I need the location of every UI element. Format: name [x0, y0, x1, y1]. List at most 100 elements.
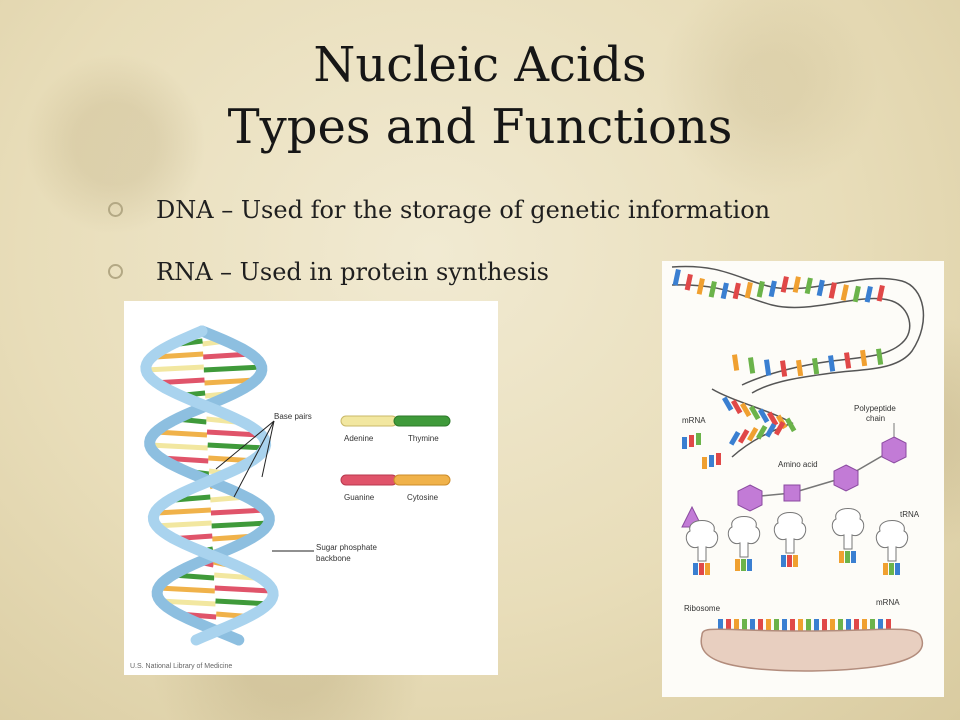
nucleotide-base [780, 360, 788, 377]
mrna-base [878, 619, 883, 633]
ribosome-label: Ribosome [684, 604, 721, 613]
trna-molecule [875, 520, 909, 562]
base-pair-rung [156, 507, 212, 516]
base-pairs-label: Base pairs [274, 412, 312, 421]
mrna-base [726, 619, 731, 633]
amino-acid-label: Amino acid [778, 460, 818, 469]
nucleotide-base [731, 399, 743, 415]
dna-helix-figure: Base pairs Adenine Thymine Guanine Cytos… [124, 301, 498, 675]
cytosine-label: Cytosine [407, 493, 439, 502]
mrna-base [830, 619, 835, 633]
amino-acid-hexagon [833, 464, 859, 492]
nucleotide-base [828, 355, 836, 372]
nucleotide-base [746, 427, 759, 442]
nucleotide-base [796, 359, 804, 377]
anticodon-base [787, 555, 792, 567]
anticodon-base [705, 563, 710, 575]
mrna-base [766, 619, 771, 633]
cytosine-swatch [393, 474, 451, 486]
dna-helix-svg: Base pairs Adenine Thymine Guanine Cytos… [130, 325, 451, 670]
nucleotide-base [722, 396, 734, 412]
nucleotide-base [748, 357, 756, 374]
trna-label: tRNA [900, 510, 920, 519]
polypeptide-chain [681, 423, 907, 528]
image-credit: U.S. National Library of Medicine [130, 663, 232, 670]
protein-synthesis-figure: mRNA Polypeptide chain Amino acid tRNA R… [662, 261, 944, 697]
nucleotide-base [740, 402, 752, 418]
anticodon-base [747, 559, 752, 571]
slide-title-line1: Nucleic Acids [313, 37, 647, 93]
nucleotide-base [720, 282, 729, 300]
label-pointer-lines [215, 420, 314, 552]
mrna-base [838, 619, 843, 633]
base-pair-rung [149, 442, 208, 451]
thymine-label: Thymine [408, 434, 439, 443]
nucleotide-base [767, 411, 779, 427]
anticodon-base [693, 563, 698, 575]
mrna-base [814, 619, 819, 633]
ribosome [700, 628, 924, 672]
anticodon-base [889, 563, 894, 575]
backbone-strand-a [144, 325, 275, 646]
backbone-label-line1: Sugar phosphate [316, 543, 377, 552]
trna-molecule [831, 508, 865, 550]
guanine-cytosine-legend: Guanine Cytosine [340, 474, 451, 502]
mrna-base [734, 619, 739, 633]
nucleotide-base [876, 348, 884, 365]
nucleotide-base [708, 280, 717, 298]
nucleotide-base [732, 282, 741, 300]
mrna-base [846, 619, 851, 633]
base-pair-rung [155, 351, 204, 360]
nucleotide-base [816, 279, 825, 297]
mrna-base [718, 619, 723, 633]
nucleotide-base [840, 284, 849, 301]
nucleotide-base [756, 280, 765, 298]
protein-synthesis-svg: mRNA Polypeptide chain Amino acid tRNA R… [671, 265, 925, 672]
nucleotide-base [852, 285, 861, 303]
trna-molecule [773, 512, 807, 554]
mrna-base [742, 619, 747, 633]
nucleotide-base [749, 405, 761, 421]
mrna-label-top: mRNA [682, 416, 706, 425]
trna-molecules [685, 508, 909, 575]
mrna-base [822, 619, 827, 633]
mrna-base [870, 619, 875, 633]
base-pair-rung [206, 429, 259, 438]
anticodon-base [851, 551, 856, 563]
anticodon-base [883, 563, 888, 575]
mrna-base [782, 619, 787, 633]
guanine-swatch [340, 474, 398, 486]
bullet-circle-icon [108, 202, 123, 217]
nucleotide-base [696, 278, 705, 295]
nucleotide-base [804, 277, 813, 295]
base-pair-rung [214, 585, 272, 594]
slide-title-line2: Types and Functions [227, 99, 733, 155]
backbone-strand-b [140, 325, 279, 646]
nucleotide-base [768, 280, 777, 298]
base-pair-rung [155, 429, 208, 438]
anticodon-base [781, 555, 786, 567]
nucleotide-base [812, 357, 820, 375]
base-pair-rung [211, 520, 269, 529]
amino-acid-hexagon [881, 436, 907, 464]
bullet-text-dna: DNA – Used for the storage of genetic in… [156, 196, 771, 224]
guanine-label: Guanine [344, 493, 375, 502]
nucleotide-base [758, 408, 770, 424]
mrna-base [798, 619, 803, 633]
anticodon-base [845, 551, 850, 563]
adenine-label: Adenine [344, 434, 374, 443]
mrna-base [806, 619, 811, 633]
nucleotide-base [876, 284, 885, 302]
anticodon-base [793, 555, 798, 567]
anticodon-base [895, 563, 900, 575]
nucleotide-base [756, 425, 768, 440]
mrna-base [750, 619, 755, 633]
nucleotide-base [764, 359, 772, 376]
mrna-fragment [682, 433, 721, 469]
polypeptide-label-line1: Polypeptide [854, 404, 896, 413]
mrna-base [774, 619, 779, 633]
base-pair-rung [158, 585, 215, 594]
fragment-base [696, 433, 701, 445]
amino-acid-hexagon [737, 484, 763, 512]
nucleotide-base [729, 431, 741, 446]
